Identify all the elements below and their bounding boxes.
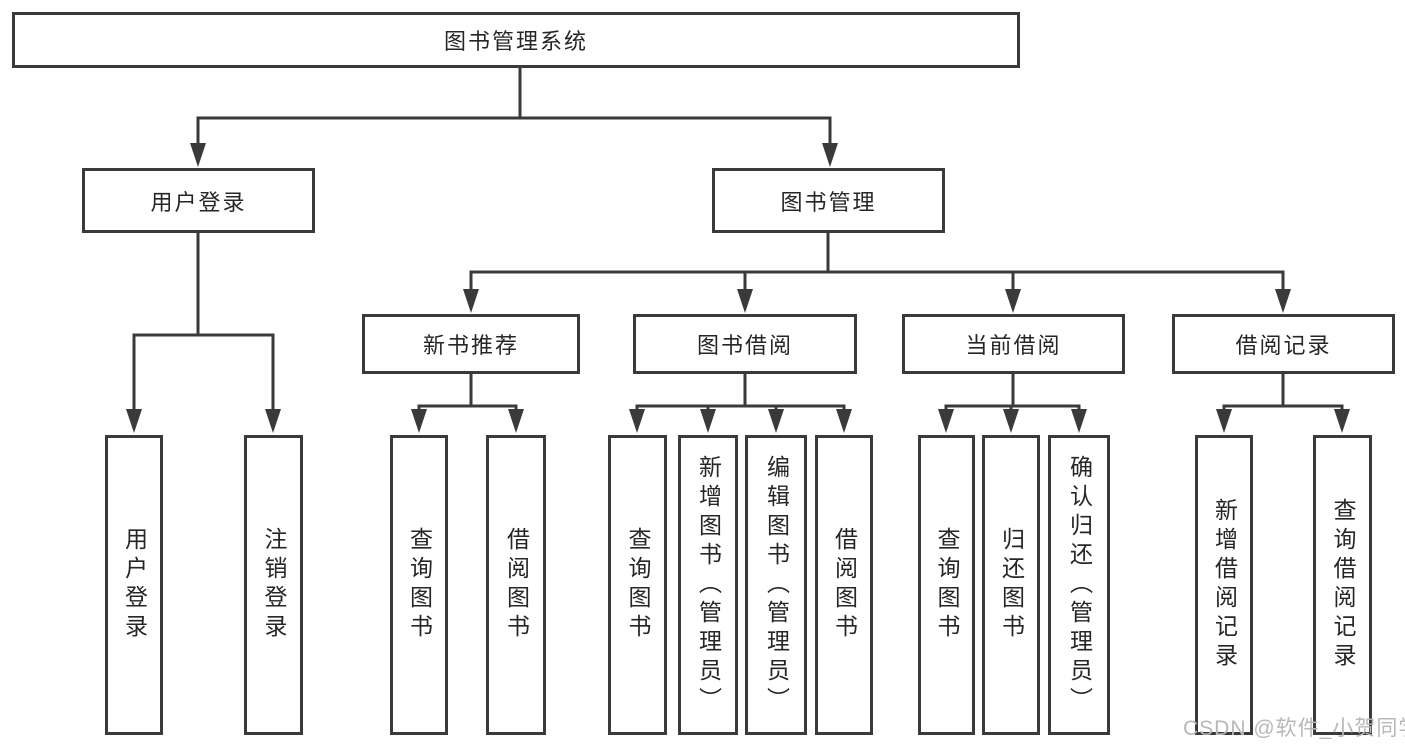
leaf-query-books-borrow: 查询图书: [608, 435, 667, 735]
leaf-edit-books-admin: 编辑图书（管理员）: [745, 435, 807, 735]
leaf-borrow-books: 借阅图书: [815, 435, 873, 735]
leaf-user-login: 用户登录: [105, 435, 163, 735]
leaf-borrow-books-recommend: 借阅图书: [486, 435, 546, 735]
leaf-confirm-return-admin: 确认归还（管理员）: [1048, 435, 1110, 735]
node-book-management: 图书管理: [712, 168, 945, 233]
node-current-borrowing: 当前借阅: [902, 314, 1125, 374]
node-user-login: 用户登录: [82, 168, 315, 233]
leaf-return-books: 归还图书: [982, 435, 1040, 735]
leaf-query-borrow-record: 查询借阅记录: [1313, 435, 1372, 735]
node-book-borrowing: 图书借阅: [633, 314, 857, 374]
node-book-management-system: 图书管理系统: [12, 12, 1020, 68]
leaf-query-books-current: 查询图书: [918, 435, 975, 735]
node-borrowing-records: 借阅记录: [1172, 314, 1395, 374]
leaf-add-borrow-record: 新增借阅记录: [1195, 435, 1253, 735]
leaf-logout: 注销登录: [244, 435, 303, 735]
leaf-add-books-admin: 新增图书（管理员）: [678, 435, 738, 735]
leaf-query-books-recommend: 查询图书: [390, 435, 448, 735]
node-new-book-recommend: 新书推荐: [362, 314, 580, 374]
watermark: CSDN @软件_小贺同学: [1183, 717, 1405, 740]
